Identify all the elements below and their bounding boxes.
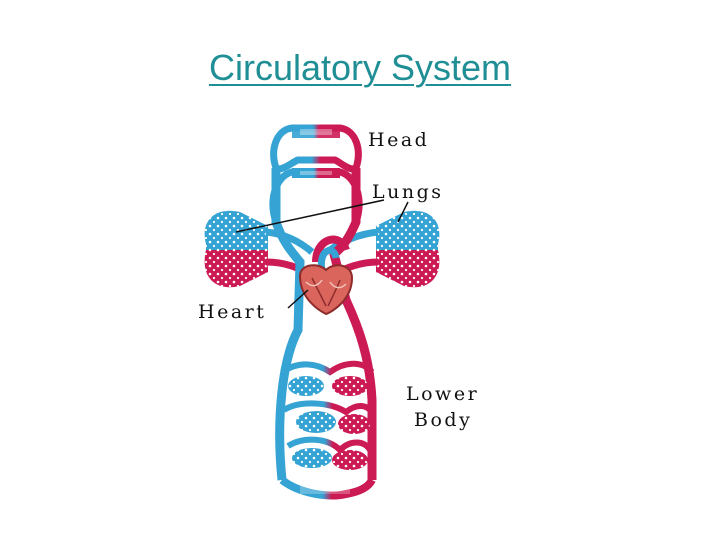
heart [298, 264, 354, 316]
label-lower-body-line2: Body [414, 409, 472, 431]
pointer-lines [235, 199, 409, 309]
page-title[interactable]: Circulatory System [208, 47, 512, 88]
label-head: Head [368, 129, 429, 151]
label-lungs: Lungs [372, 181, 444, 203]
lower-body-capillaries [279, 360, 376, 500]
label-heart: Heart [198, 301, 266, 323]
lung-capillary-beds [204, 210, 440, 288]
main-vessels [271, 168, 377, 481]
label-lower-body-line1: Lower [406, 383, 479, 405]
